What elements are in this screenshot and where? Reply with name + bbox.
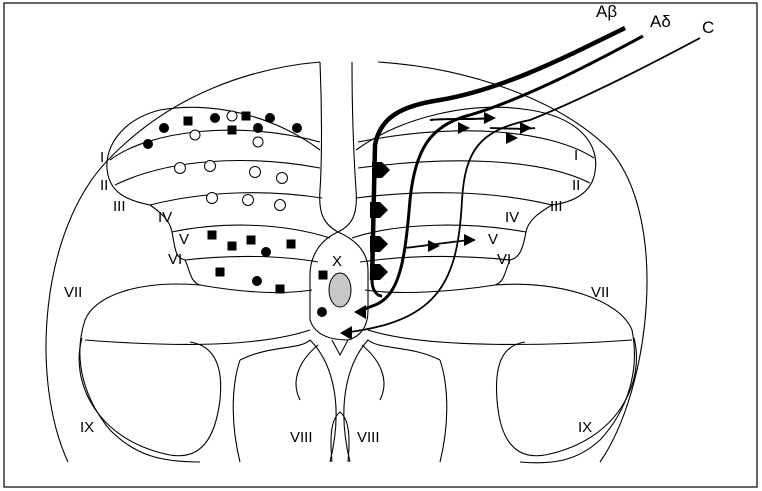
- filled-circle-marker: [253, 277, 262, 286]
- adelta-fiber: [362, 36, 643, 310]
- label-lamina-VII-left: VII: [64, 284, 82, 301]
- open-circle-marker: [250, 167, 261, 178]
- filled-square-marker: [287, 240, 295, 248]
- arrowhead: [458, 122, 470, 134]
- filled-circle-marker: [262, 248, 271, 257]
- open-circle-marker: [175, 163, 186, 174]
- label-lamina-I-right: I: [574, 147, 578, 164]
- label-lamina-VI-left: VI: [168, 251, 182, 268]
- right-lamina-IX-region: [497, 338, 637, 456]
- filled-circle-marker: [144, 140, 153, 149]
- abeta-branch: [372, 280, 382, 296]
- right-lamina-I-line: [358, 131, 594, 158]
- open-circle-marker: [275, 200, 286, 211]
- label-lamina-X: X: [332, 253, 342, 270]
- label-lamina-VII-right: VII: [591, 284, 609, 301]
- filled-square-marker: [319, 271, 327, 279]
- open-circle-marker: [190, 130, 200, 140]
- label-lamina-IV-left: IV: [158, 209, 172, 226]
- label-lamina-II-left: II: [100, 177, 108, 194]
- filled-square-marker: [228, 242, 236, 250]
- label-lamina-IV-right: IV: [505, 209, 519, 226]
- label-lamina-V-left: V: [179, 231, 189, 248]
- filled-square-marker: [216, 268, 224, 276]
- label-c: C: [702, 18, 714, 37]
- filled-circle-marker: [160, 124, 169, 133]
- white-matter-outline-left: [46, 62, 320, 462]
- right-lamina-VII-line: [368, 330, 632, 344]
- filled-circle-marker: [318, 308, 327, 317]
- filled-circle-marker: [293, 124, 302, 133]
- label-adelta: Aδ: [650, 12, 671, 31]
- pentagon-terminal: [370, 236, 388, 252]
- right-lamina-II-line: [358, 161, 590, 183]
- open-circle-marker: [205, 161, 216, 172]
- left-lamina-IV-line: [150, 205, 330, 238]
- pentagon-terminal: [370, 202, 388, 218]
- label-lamina-IX-left: IX: [80, 419, 94, 436]
- label-lamina-III-left: III: [113, 198, 126, 215]
- label-lamina-IX-right: IX: [578, 419, 592, 436]
- right-lamina-VI-line: [365, 260, 510, 292]
- central-canal: [329, 273, 351, 307]
- pentagon-terminal: [370, 264, 388, 280]
- label-lamina-III-right: III: [550, 198, 563, 215]
- filled-square-marker: [208, 231, 216, 239]
- filled-circle-marker: [211, 114, 220, 123]
- gray-matter-outline: [46, 62, 647, 463]
- left-lamina-V-line: [172, 232, 318, 262]
- arrowhead: [340, 326, 352, 340]
- dorsal-median-septum: [320, 62, 357, 232]
- label-lamina-II-right: II: [572, 177, 580, 194]
- left-lamina-IX-region: [79, 338, 221, 456]
- adelta-branch-lamina-I: [430, 118, 492, 120]
- ventral-fissure-edge-left: [296, 345, 318, 400]
- right-dorsal-horn: [356, 107, 596, 205]
- label-lamina-V-right: V: [488, 231, 498, 248]
- filled-square-marker: [247, 236, 255, 244]
- label-lamina-VIII-left: VIII: [290, 429, 313, 446]
- open-circle-marker: [227, 111, 237, 121]
- right-ventral-horn: [495, 284, 634, 463]
- arrowhead: [520, 122, 532, 134]
- left-lamina-VII-line: [85, 330, 310, 344]
- arrowhead: [428, 240, 440, 252]
- left-lamina-VIII-region: [233, 340, 336, 462]
- left-lamina-II-line: [115, 161, 320, 185]
- label-lamina-VIII-right: VIII: [357, 429, 380, 446]
- label-abeta: Aβ: [596, 2, 617, 21]
- filled-square-marker: [242, 112, 250, 120]
- open-circle-marker: [277, 173, 288, 184]
- ventral-fissure-edge-right: [362, 345, 384, 400]
- filled-square-marker: [184, 117, 192, 125]
- open-circle-marker: [243, 195, 254, 206]
- filled-circle-marker: [266, 114, 275, 123]
- left-ventral-horn: [80, 284, 200, 462]
- white-matter-outline-right: [378, 62, 647, 462]
- left-lamina-VI-line: [185, 260, 312, 292]
- arrowhead: [464, 234, 476, 246]
- filled-square-marker: [276, 285, 284, 293]
- arrowhead: [484, 112, 496, 124]
- open-circle-marker: [207, 193, 218, 204]
- filled-circle-marker: [254, 124, 263, 133]
- arrowhead: [354, 305, 366, 319]
- left-lamina-I-line: [110, 130, 320, 160]
- left-lamina-III-line: [150, 193, 322, 205]
- label-lamina-I-left: I: [100, 149, 104, 166]
- open-circle-marker: [253, 137, 263, 147]
- filled-square-marker: [228, 126, 236, 134]
- right-lamina-III-line: [356, 193, 552, 205]
- label-lamina-VI-right: VI: [497, 251, 511, 268]
